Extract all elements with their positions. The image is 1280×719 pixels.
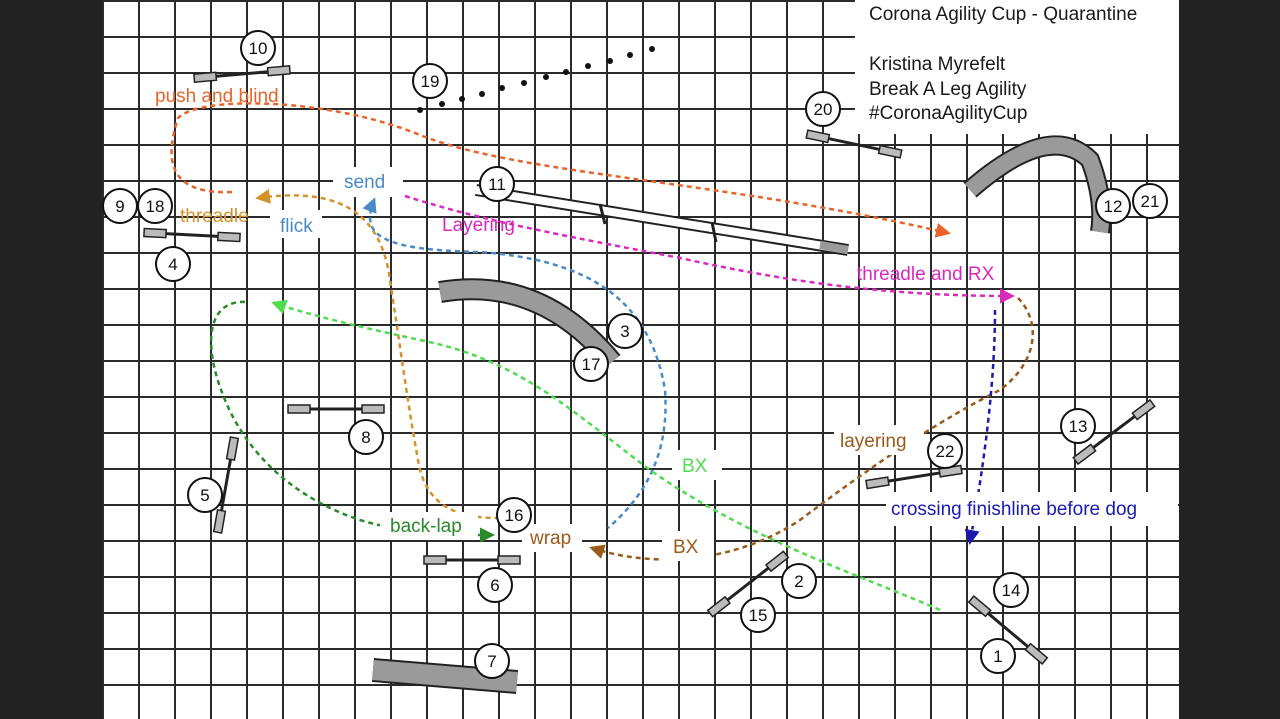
path-threadle — [255, 188, 499, 520]
obstacle-number-13: 13 — [1060, 408, 1096, 444]
label-bx-brown: BX — [673, 537, 699, 558]
obstacle-number-20: 20 — [805, 91, 841, 127]
jump-22 — [865, 464, 963, 490]
obstacle-number-4: 4 — [155, 246, 191, 282]
jump-8 — [287, 404, 385, 414]
tunnel-3-17-fill — [438, 280, 619, 368]
svg-text:11: 11 — [488, 175, 506, 194]
svg-text:2: 2 — [794, 572, 803, 591]
svg-text:5: 5 — [200, 486, 209, 505]
label-bg-bx-green — [672, 450, 722, 480]
svg-text:10: 10 — [249, 39, 268, 58]
label-bx-green: BX — [682, 456, 708, 477]
obstacle-number-11: 11 — [479, 166, 515, 202]
obstacle-number-14: 14 — [993, 572, 1029, 608]
svg-text:15: 15 — [749, 606, 768, 625]
course-club: Break A Leg Agility — [869, 79, 1027, 100]
label-threadle-and-rx: threadle and RX — [857, 264, 995, 285]
obstacle-number-8: 8 — [348, 419, 384, 455]
jump-5 — [212, 436, 240, 534]
svg-text:17: 17 — [582, 355, 601, 374]
label-bg-flick — [270, 210, 322, 238]
obstacle-number-6: 6 — [477, 567, 513, 603]
jump-1-14 — [967, 595, 1049, 665]
label-bg-send — [333, 167, 403, 197]
path-layering — [404, 194, 1015, 304]
jump-4 — [143, 227, 241, 243]
svg-text:16: 16 — [505, 506, 524, 525]
svg-text:9: 9 — [115, 197, 124, 216]
obstacle-number-15: 15 — [740, 597, 776, 633]
svg-text:21: 21 — [1141, 192, 1160, 211]
label-back-lap: back-lap — [390, 516, 462, 537]
label-wrap: wrap — [529, 528, 571, 549]
obstacle-number-5: 5 — [187, 477, 223, 513]
label-send: send — [344, 172, 385, 193]
obstacle-number-22: 22 — [927, 433, 963, 469]
svg-text:3: 3 — [620, 322, 629, 341]
jump-6 — [423, 555, 521, 565]
svg-text:4: 4 — [168, 255, 177, 274]
svg-text:8: 8 — [361, 428, 370, 447]
svg-text:14: 14 — [1002, 581, 1021, 600]
obstacle-number-19: 19 — [412, 63, 448, 99]
label-bg-crossing — [886, 492, 1178, 526]
label-bg-back-lap — [380, 512, 478, 540]
tunnel-7-fill — [372, 660, 518, 692]
obstacle-number-1: 1 — [980, 638, 1016, 674]
jump-2-15 — [706, 550, 790, 618]
course-title: Corona Agility Cup - Quarantine — [869, 4, 1138, 25]
svg-text:19: 19 — [421, 72, 440, 91]
svg-text:22: 22 — [936, 442, 955, 461]
obstacle-number-3: 3 — [607, 313, 643, 349]
svg-text:13: 13 — [1069, 417, 1088, 436]
label-threadle: threadle — [180, 206, 249, 227]
svg-text:7: 7 — [487, 652, 496, 671]
weave-poles-19 — [417, 46, 655, 113]
dogwalk-11 — [475, 184, 849, 256]
obstacle-number-18: 18 — [137, 188, 173, 224]
obstacle-number-9: 9 — [102, 188, 138, 224]
label-flick: flick — [280, 216, 313, 237]
svg-text:12: 12 — [1104, 197, 1123, 216]
jump-10 — [193, 65, 291, 83]
jump-20 — [805, 129, 903, 159]
jump-13 — [1072, 398, 1156, 466]
label-bg-layering — [834, 425, 924, 455]
course-author: Kristina Myrefelt — [869, 54, 1006, 75]
obstacle-number-10: 10 — [240, 30, 276, 66]
label-bg-bx-brown — [662, 531, 714, 561]
label-crossing: crossing finishline before dog — [891, 499, 1137, 520]
obstacle-number-21: 21 — [1132, 183, 1168, 219]
path-push-and-blind — [170, 102, 951, 238]
label-bg-wrap — [522, 524, 582, 552]
course-hashtag: #CoronaAgilityCup — [869, 103, 1028, 124]
path-send — [362, 197, 667, 529]
path-back-lap — [210, 300, 495, 543]
obstacle-number-7: 7 — [474, 643, 510, 679]
obstacle-number-17: 17 — [573, 346, 609, 382]
svg-text:18: 18 — [146, 197, 165, 216]
path-bx-green — [271, 299, 941, 612]
header-box — [855, 0, 1179, 134]
label-push-and-blind: push and blind — [155, 86, 279, 107]
obstacle-number-12: 12 — [1095, 188, 1131, 224]
svg-text:20: 20 — [814, 100, 833, 119]
label-layering-pink: Layering — [442, 215, 515, 236]
obstacle-number-2: 2 — [781, 563, 817, 599]
obstacle-number-16: 16 — [496, 497, 532, 533]
label-layering-brown: layering — [840, 431, 907, 452]
svg-text:1: 1 — [993, 647, 1002, 666]
svg-text:6: 6 — [490, 576, 499, 595]
